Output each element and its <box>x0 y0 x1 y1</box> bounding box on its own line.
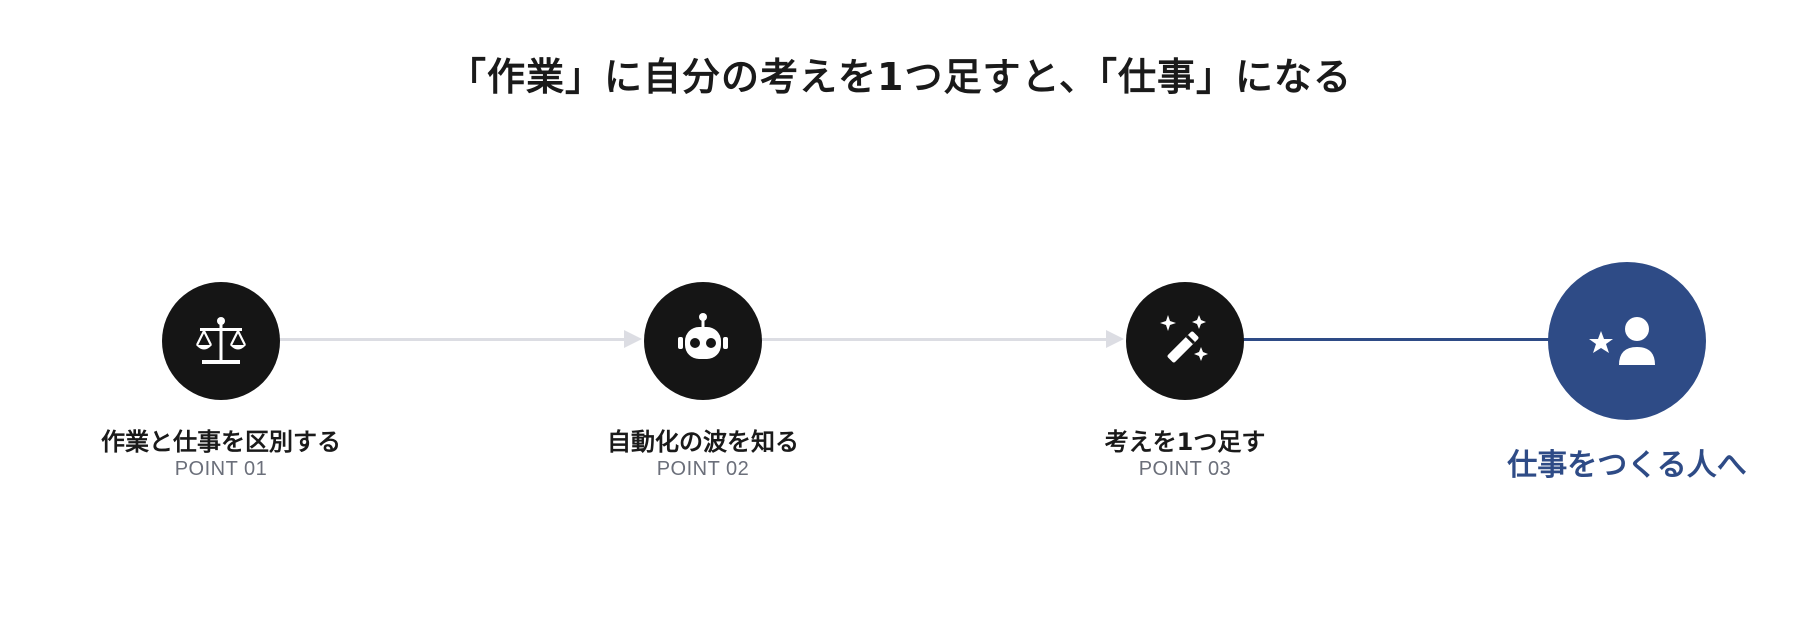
step-3-label: 考えを1つ足す <box>1104 428 1266 456</box>
magic-wand-icon <box>1160 315 1208 363</box>
connector-1-2 <box>278 338 624 341</box>
connector-2-3 <box>760 338 1106 341</box>
step-3-node <box>1126 282 1244 400</box>
step-2-node <box>644 282 762 400</box>
step-3-point: POINT 03 <box>1138 458 1232 480</box>
balance-scale-icon <box>196 317 246 364</box>
step-2-label: 自動化の波を知る <box>607 428 799 456</box>
step-1-node <box>162 282 280 400</box>
step-2-point: POINT 02 <box>656 458 750 480</box>
arrow-1-2 <box>624 330 642 348</box>
final-label: 仕事をつくる人へ <box>1507 448 1747 483</box>
person-star-icon <box>1589 317 1655 365</box>
final-node <box>1548 262 1706 420</box>
robot-icon <box>678 313 728 359</box>
step-1-point: POINT 01 <box>174 458 268 480</box>
connector-3-final <box>1242 338 1550 341</box>
step-1-label: 作業と仕事を区別する <box>101 428 341 456</box>
diagram-title: 「作業」に自分の考えを1つ足すと、「仕事」になる <box>448 55 1352 99</box>
arrow-2-3 <box>1106 330 1124 348</box>
